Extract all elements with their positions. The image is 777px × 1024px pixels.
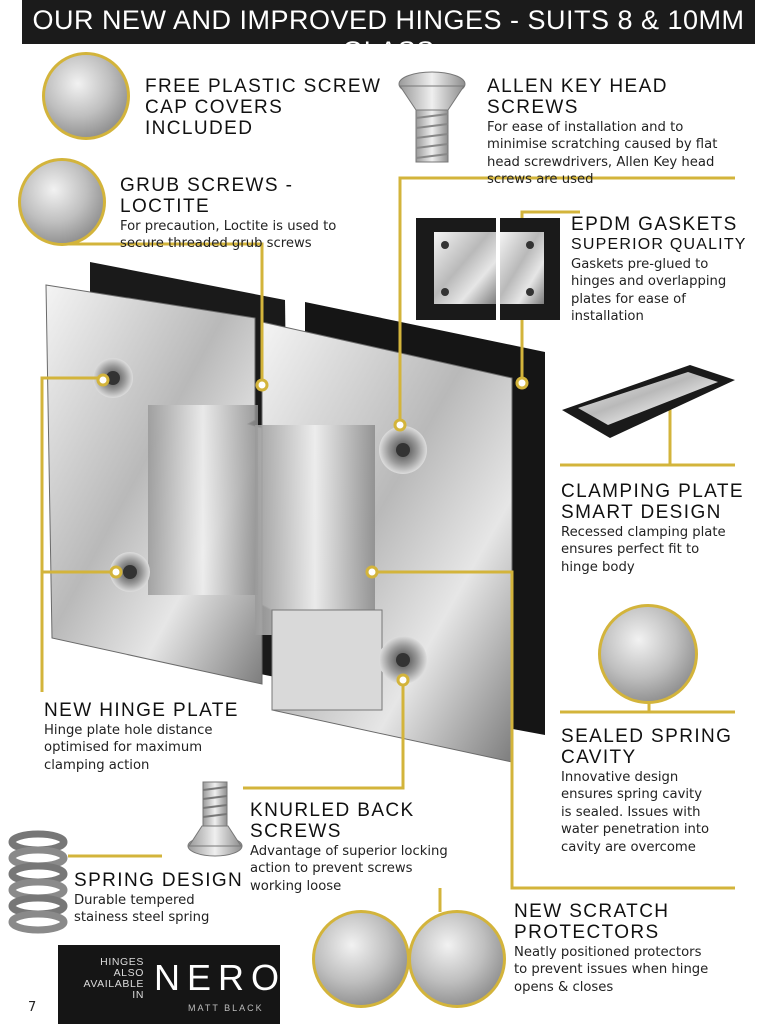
feature-subtitle: SUPERIOR QUALITY (571, 236, 747, 253)
feature-grub-screws: GRUB SCREWS - LOCTITE For precaution, Lo… (120, 175, 390, 253)
callout-dots (96, 373, 529, 687)
feature-title: ALLEN KEY HEAD SCREWS (487, 76, 668, 118)
scratch-protector-image-2 (408, 910, 506, 1008)
feature-title: EPDM GASKETS (571, 214, 738, 235)
feature-desc: Neatly positioned protectors to prevent … (514, 945, 709, 995)
connector-allen-key (398, 176, 735, 420)
feature-knurled-screws: KNURLED BACK SCREWS Advantage of superio… (250, 800, 510, 895)
feature-desc: Durable tempered stainess steel spring (74, 893, 210, 926)
feature-title: SMART DESIGN (561, 502, 722, 523)
spring-icon (8, 830, 68, 934)
scratch-protector-image-1 (312, 910, 410, 1008)
feature-allen-key: ALLEN KEY HEAD SCREWS For ease of instal… (487, 76, 757, 189)
feature-desc: Gaskets pre-glued to hinges and overlapp… (571, 257, 727, 325)
feature-title: SEALED SPRING (561, 726, 733, 747)
feature-scratch-protectors: NEW SCRATCH PROTECTORS Neatly positioned… (514, 901, 764, 996)
feature-desc: For ease of installation and to minimise… (487, 120, 718, 188)
feature-title: SPRING DESIGN (74, 870, 244, 891)
page-number: 7 (28, 1000, 37, 1015)
feature-sealed-spring: SEALED SPRING CAVITY Innovative design e… (561, 726, 761, 856)
feature-title: CAVITY (561, 747, 637, 768)
feature-hinge-plate: NEW HINGE PLATE Hinge plate hole distanc… (44, 700, 264, 774)
feature-desc: For precaution, Loctite is used to secur… (120, 219, 337, 252)
connector-hinge-plate (40, 376, 100, 692)
spring-cavity-image (598, 604, 698, 704)
connector-knurled (243, 678, 405, 790)
clamping-plate-image (562, 365, 735, 438)
feature-title: NEW SCRATCH (514, 901, 670, 922)
allen-key-screw-icon (398, 71, 466, 163)
hinge-left-plate (45, 284, 263, 685)
feature-desc: Innovative design ensures spring cavity … (561, 770, 710, 855)
grub-screw-image (18, 158, 106, 246)
feature-title: NEW HINGE PLATE (44, 700, 239, 721)
feature-desc: Recessed clamping plate ensures perfect … (561, 525, 726, 575)
knurled-screw-icon (187, 781, 243, 857)
feature-epdm-gaskets: EPDM GASKETS SUPERIOR QUALITY Gaskets pr… (571, 214, 761, 326)
connector-epdm (520, 210, 580, 382)
feature-title: KNURLED BACK SCREWS (250, 800, 415, 842)
banner-title: OUR NEW AND IMPROVED HINGES - SUITS 8 & … (32, 5, 745, 66)
connector-scratch (372, 570, 735, 890)
connector-grub-screws (62, 242, 264, 385)
nero-promo-box: HINGES ALSO AVAILABLE IN NERO MATT BLACK (58, 945, 280, 1024)
feature-title: CLAMPING PLATE (561, 481, 744, 502)
epdm-gasket-image (416, 218, 560, 320)
feature-title: FREE PLASTIC SCREW (145, 76, 382, 97)
feature-title: GRUB SCREWS - LOCTITE (120, 175, 294, 217)
nero-brand: NERO (154, 957, 287, 998)
page-banner: OUR NEW AND IMPROVED HINGES - SUITS 8 & … (22, 0, 755, 66)
cap-cover-image (42, 52, 130, 140)
feature-cap-covers: FREE PLASTIC SCREW CAP COVERS INCLUDED (145, 76, 395, 139)
nero-finish: MATT BLACK (188, 1003, 264, 1013)
feature-desc: Advantage of superior locking action to … (250, 844, 448, 894)
feature-desc: Hinge plate hole distance optimised for … (44, 723, 213, 773)
nero-promo-text: HINGES ALSO AVAILABLE IN (83, 956, 144, 1001)
callout-lines (40, 176, 735, 912)
feature-clamping-plate: CLAMPING PLATE SMART DESIGN Recessed cla… (561, 481, 761, 576)
hinge-right-plate (255, 321, 513, 763)
feature-title: CAP COVERS INCLUDED (145, 97, 284, 139)
feature-spring-design: SPRING DESIGN Durable tempered stainess … (74, 870, 274, 927)
feature-title: PROTECTORS (514, 922, 660, 943)
